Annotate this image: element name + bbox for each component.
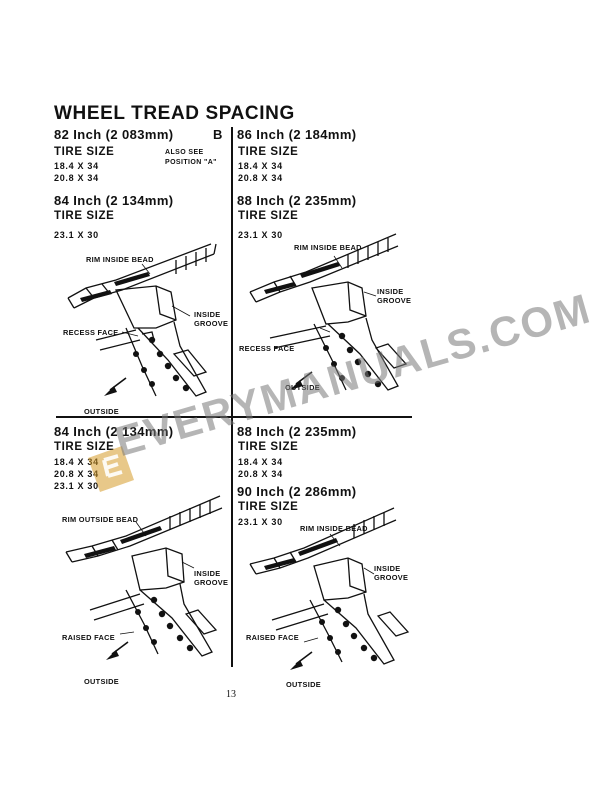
spacing-heading: 88 Inch (2 235mm) [237,193,357,208]
rim-bead-label: RIM OUTSIDE BEAD [62,515,139,524]
face-label: RECESS FACE [63,328,119,337]
horizontal-divider [56,416,412,418]
groove-label: INSIDE GROOVE [377,287,412,305]
face-label: RAISED FACE [62,633,115,642]
page-number: 13 [226,689,236,700]
tire-size-value: 23.1 X 30 [54,481,99,491]
tire-size-value: 23.1 X 30 [238,230,283,240]
watermark-logo [80,440,140,505]
tire-size-value: 18.4 X 34 [54,161,99,171]
tire-size-label: TIRE SIZE [54,146,115,158]
see-also-note: ALSO SEE POSITION "A" [165,149,217,166]
outside-label: OUTSIDE [84,677,119,686]
tire-size-label: TIRE SIZE [238,501,299,513]
tire-size-label: TIRE SIZE [54,210,115,222]
groove-label: INSIDE GROOVE [374,564,409,582]
tire-size-value: 23.1 X 30 [54,230,99,240]
outside-label: OUTSIDE [84,407,119,416]
position-label: B [213,127,223,142]
outside-label: OUTSIDE [286,680,321,689]
vertical-divider [231,127,233,667]
tire-size-value: 20.8 X 34 [54,469,99,479]
spacing-heading: 88 Inch (2 235mm) [237,424,357,439]
wheel-illustration [67,243,217,397]
tire-size-value: 20.8 X 34 [238,173,283,183]
wheel-illustration [249,233,408,391]
rim-bead-label: RIM INSIDE BEAD [300,524,368,533]
page-title: WHEEL TREAD SPACING [54,103,295,124]
spacing-heading: 84 Inch (2 134mm) [54,424,174,439]
tire-size-value: 18.4 X 34 [54,457,99,467]
spacing-heading: 86 Inch (2 184mm) [237,127,357,142]
face-label: RAISED FACE [246,633,299,642]
tire-size-value: 18.4 X 34 [238,457,283,467]
tire-size-label: TIRE SIZE [238,210,299,222]
tire-size-label: TIRE SIZE [238,146,299,158]
tire-size-value: 20.8 X 34 [238,469,283,479]
wheel-illustration [65,495,223,660]
outside-label: OUTSIDE [285,383,320,392]
tire-size-label: TIRE SIZE [238,441,299,453]
rim-bead-label: RIM INSIDE BEAD [86,255,154,264]
groove-label: INSIDE GROOVE [194,310,229,328]
tire-size-value: 23.1 X 30 [238,517,283,527]
tire-size-label: TIRE SIZE [54,441,115,453]
face-label: RECESS FACE [239,344,295,353]
wheel-illustration [249,507,410,670]
spacing-heading: 84 Inch (2 134mm) [54,193,174,208]
spacing-heading: 82 Inch (2 083mm) [54,127,174,142]
tire-size-value: 20.8 X 34 [54,173,99,183]
tire-size-value: 18.4 X 34 [238,161,283,171]
rim-bead-label: RIM INSIDE BEAD [294,243,362,252]
groove-label: INSIDE GROOVE [194,569,229,587]
spacing-heading: 90 Inch (2 286mm) [237,484,357,499]
